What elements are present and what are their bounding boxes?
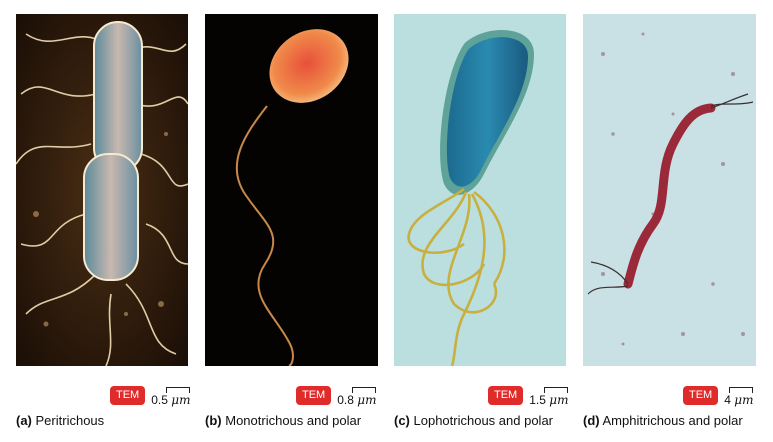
tem-badge: TEM — [488, 385, 524, 405]
micrograph-peritrichous — [16, 14, 188, 366]
tem-badge: TEM — [683, 385, 719, 405]
scale-bar-c: 1.5 μm — [529, 387, 569, 407]
micrograph-monotrichous — [205, 14, 378, 366]
scale-unit: μm — [549, 393, 569, 407]
caption-name: Lophotrichous and polar — [413, 413, 554, 428]
tem-badge: TEM — [296, 385, 332, 405]
scale-value: 4 — [724, 393, 731, 407]
scale-bar-line — [729, 387, 754, 393]
scale-value: 0.8 — [337, 393, 354, 407]
caption-letter: (a) — [16, 413, 32, 428]
scale-unit: μm — [357, 393, 377, 407]
caption-b: (b) Monotrichous and polar — [205, 413, 361, 428]
scale-unit: μm — [171, 393, 191, 407]
scale-value: 0.5 — [151, 393, 168, 407]
micrograph-lophotrichous — [394, 14, 566, 366]
scale-group-b: TEM 0.8 μm — [296, 384, 377, 407]
micrograph-amphitrichous — [583, 14, 756, 366]
lophotrichous-image — [394, 14, 566, 366]
scale-value: 1.5 — [529, 393, 546, 407]
scale-group-a: TEM 0.5 μm — [110, 384, 191, 407]
tem-badge: TEM — [110, 385, 146, 405]
scale-group-d: TEM 4 μm — [683, 384, 754, 407]
caption-name: Amphitrichous and polar — [602, 413, 743, 428]
scale-bar-line — [166, 387, 191, 393]
caption-letter: (d) — [583, 413, 600, 428]
scale-bar-a: 0.5 μm — [151, 387, 191, 407]
scale-bar-line — [352, 387, 377, 393]
amphitrichous-image — [583, 14, 756, 366]
caption-name: Peritrichous — [35, 413, 105, 428]
scale-bar-b: 0.8 μm — [337, 387, 377, 407]
monotrichous-image — [205, 14, 378, 366]
caption-letter: (b) — [205, 413, 222, 428]
caption-letter: (c) — [394, 413, 410, 428]
caption-c: (c) Lophotrichous and polar — [394, 413, 553, 428]
caption-d: (d) Amphitrichous and polar — [583, 413, 743, 428]
scale-unit: μm — [734, 393, 754, 407]
scale-bar-line — [544, 387, 569, 393]
caption-a: (a) Peritrichous — [16, 413, 104, 428]
caption-name: Monotrichous and polar — [225, 413, 362, 428]
scale-group-c: TEM 1.5 μm — [488, 384, 569, 407]
scale-bar-d: 4 μm — [724, 387, 754, 407]
peritrichous-image — [16, 14, 188, 366]
